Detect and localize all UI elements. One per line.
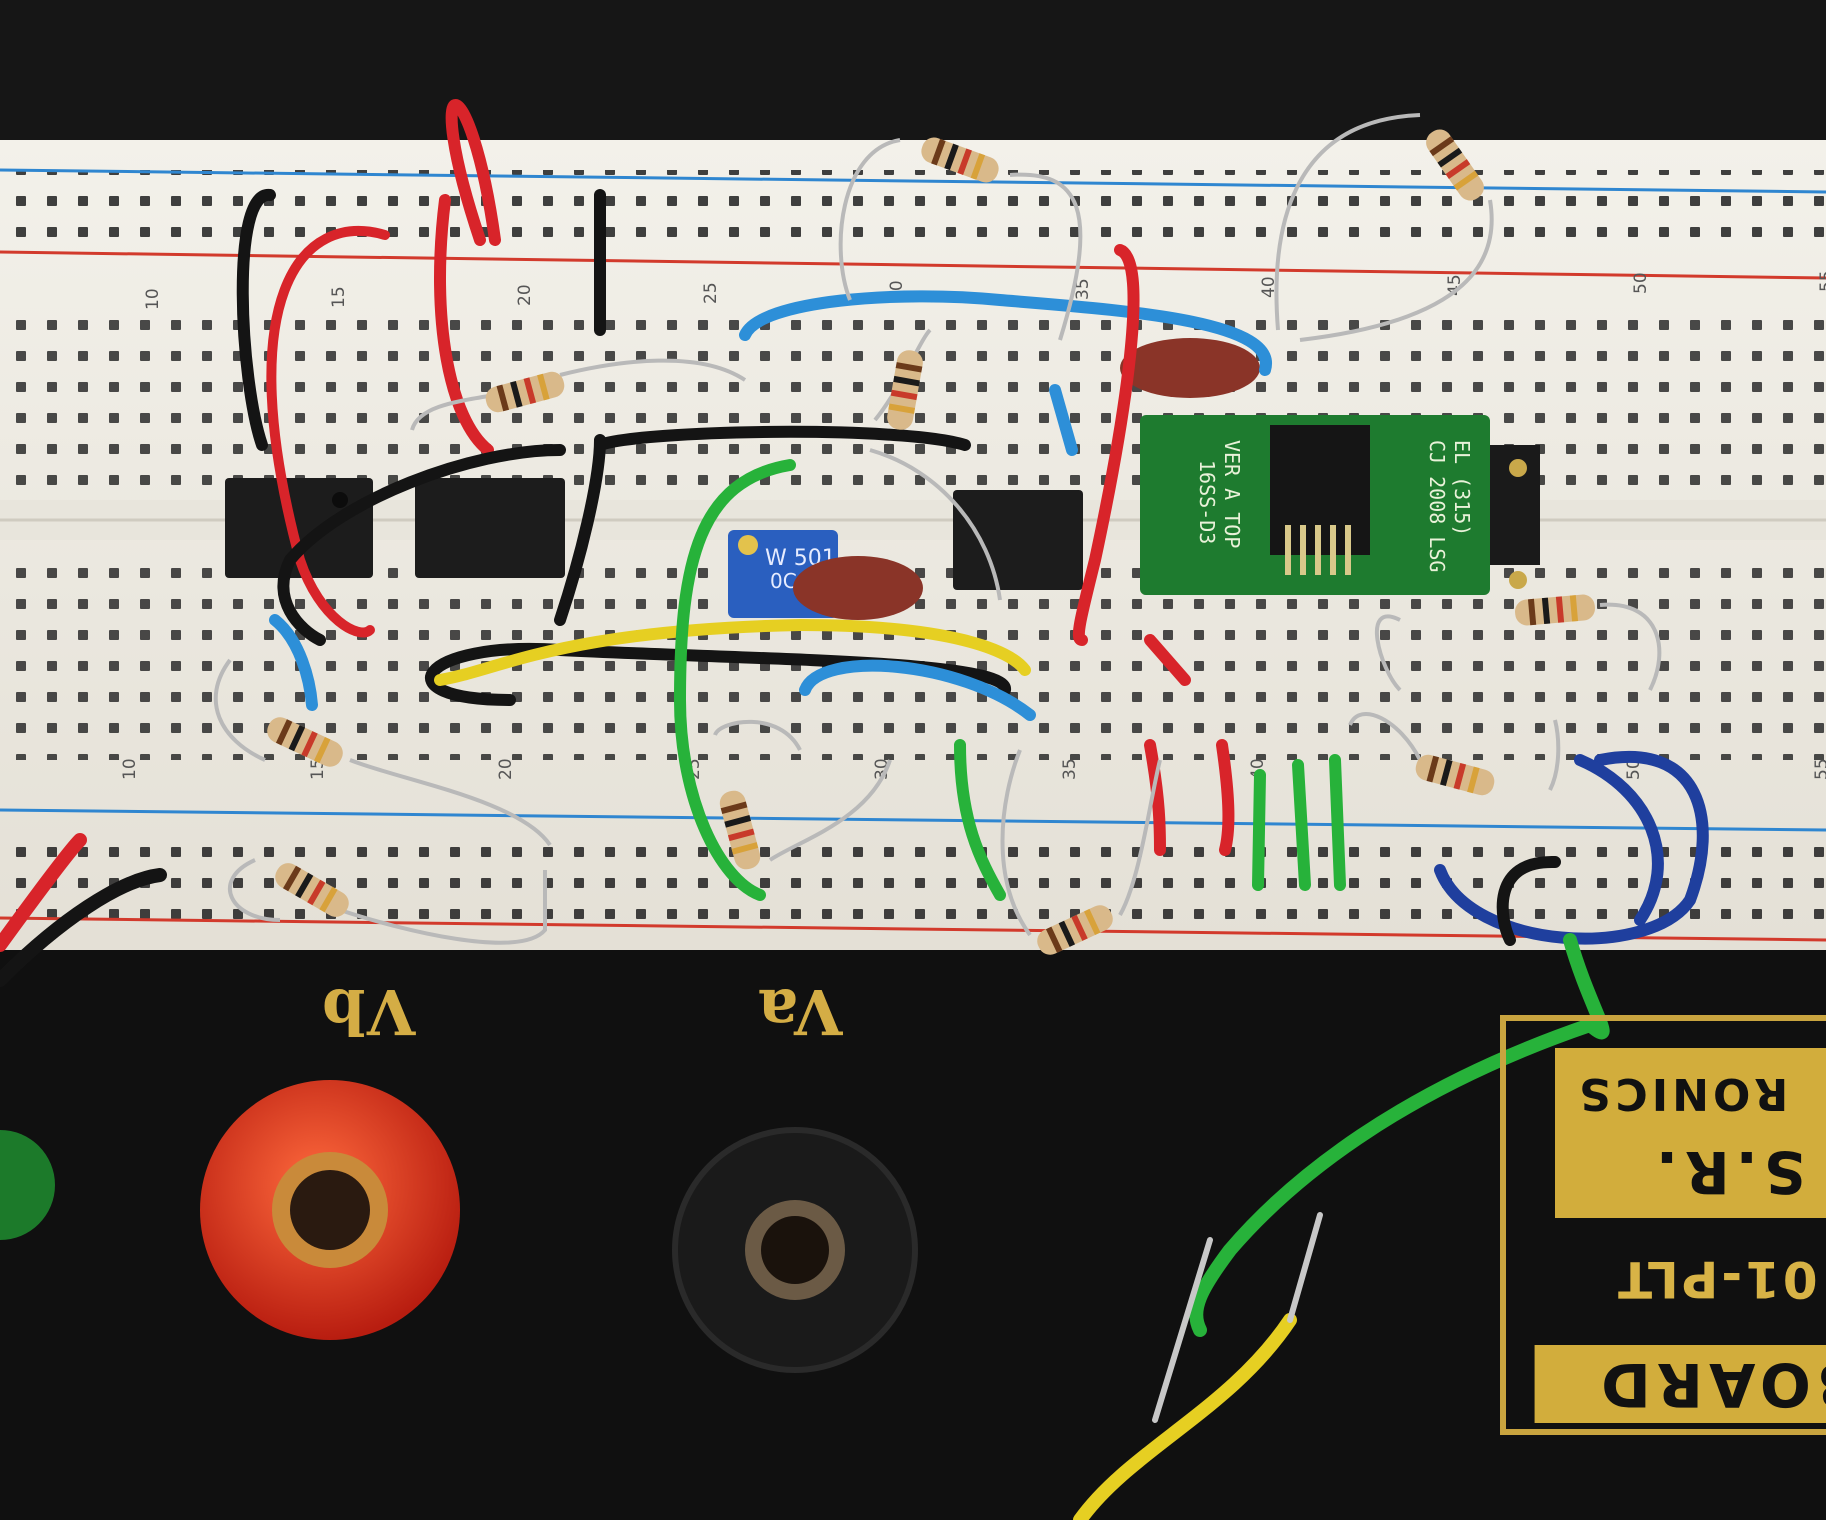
resistor <box>1037 905 1113 955</box>
row-number: 40 <box>1259 276 1279 298</box>
row-number: 35 <box>1060 758 1080 780</box>
resistor <box>275 863 349 917</box>
trimmer-marking: 0C <box>770 569 797 593</box>
row-number: 50 <box>1624 758 1644 780</box>
ic-chip-2 <box>415 478 565 578</box>
wire-red-left <box>0 833 87 952</box>
wire-black-4 <box>554 434 606 626</box>
wire-red-5 <box>1144 634 1191 686</box>
pcb-module: 16SS-D3 VER A TOP CJ 2008 LSG EL (315) <box>1140 415 1540 595</box>
wire-green-3 <box>1252 769 1266 891</box>
bottom-rail-blue <box>0 808 1826 832</box>
resistor <box>267 717 343 767</box>
wire-lead-1 <box>1152 1237 1213 1423</box>
resistor <box>719 790 761 870</box>
film-capacitor-1 <box>1120 338 1260 398</box>
ic-chip-1 <box>225 478 373 578</box>
va-label: Va <box>756 975 843 1048</box>
jumper-wires <box>0 99 1709 1520</box>
resistor <box>887 350 923 430</box>
wire-black-left <box>0 868 167 987</box>
wire-green-6 <box>1189 933 1610 1337</box>
top-rail-holes <box>0 170 1826 250</box>
wire-black-5 <box>594 425 971 451</box>
row-number: 45 <box>1445 274 1465 296</box>
resistor <box>485 371 565 413</box>
wire-blue-1 <box>739 290 1272 376</box>
wire-red-4 <box>1072 244 1140 646</box>
resistor <box>921 137 999 183</box>
top-rail-blue <box>0 168 1826 194</box>
resistors <box>267 129 1595 955</box>
row-number: 15 <box>329 286 349 308</box>
wire-red-3 <box>266 226 390 638</box>
ic-chip-3 <box>953 490 1083 590</box>
brand-text-line4: BOARD <box>1535 1345 1826 1423</box>
wire-darkblue-2 <box>1574 754 1664 926</box>
film-capacitor-2 <box>793 556 923 620</box>
wire-red-2 <box>434 194 494 456</box>
pcb-silkscreen-text: CJ 2008 LSG <box>1425 440 1449 572</box>
wire-green-4 <box>1292 759 1311 891</box>
row-number: 50 <box>1631 272 1651 294</box>
pcb-silkscreen-text: EL (315) <box>1450 440 1474 536</box>
wire-red-6 <box>1144 739 1166 856</box>
binding-post-black <box>672 1127 918 1373</box>
brand-text-line2: S.R. <box>1650 1138 1806 1206</box>
binding-post-green <box>0 1130 55 1240</box>
row-number: 25 <box>701 282 721 304</box>
wire-yellow-2 <box>1073 1313 1297 1520</box>
resistor <box>1415 754 1495 796</box>
binding-post-red <box>200 1080 460 1340</box>
wire-red-7 <box>1216 739 1235 856</box>
wire-green-1 <box>673 459 796 901</box>
wire-blue-3 <box>269 614 318 711</box>
wire-black-7 <box>1496 855 1561 946</box>
top-panel <box>0 0 1826 140</box>
wire-blue-2 <box>1049 384 1078 456</box>
row-number: 20 <box>496 758 516 780</box>
brand-text-line1: RONICS <box>1575 1068 1789 1119</box>
vb-label: Vb <box>320 975 416 1048</box>
brand-text-line3: 01-PLT <box>1615 1250 1818 1308</box>
row-number: 20 <box>515 284 535 306</box>
brand-frame <box>1500 1015 1826 1435</box>
row-number: 10 <box>120 758 140 780</box>
wire-black-1 <box>236 189 276 451</box>
row-number: 35 <box>1073 278 1093 300</box>
wire-yellow-1 <box>434 618 1031 686</box>
wire-green-2 <box>954 739 1006 901</box>
wire-green-5 <box>1329 754 1346 891</box>
wire-black-3 <box>277 444 566 646</box>
row-number: 55 <box>1817 270 1826 292</box>
wire-red-1 <box>445 99 501 246</box>
resistor <box>1426 129 1484 201</box>
bottom-rail-holes <box>0 840 1826 920</box>
wire-blue-4 <box>799 659 1036 721</box>
resistor <box>1515 594 1595 626</box>
pcb-silkscreen-text: VER A TOP <box>1220 440 1244 548</box>
brand-plate <box>1555 1048 1826 1218</box>
wire-lead-2 <box>1287 1212 1323 1323</box>
pcb-silkscreen-text: 16SS-D3 <box>1195 460 1219 544</box>
row-number: 10 <box>143 288 163 310</box>
row-number: 55 <box>1812 758 1826 780</box>
